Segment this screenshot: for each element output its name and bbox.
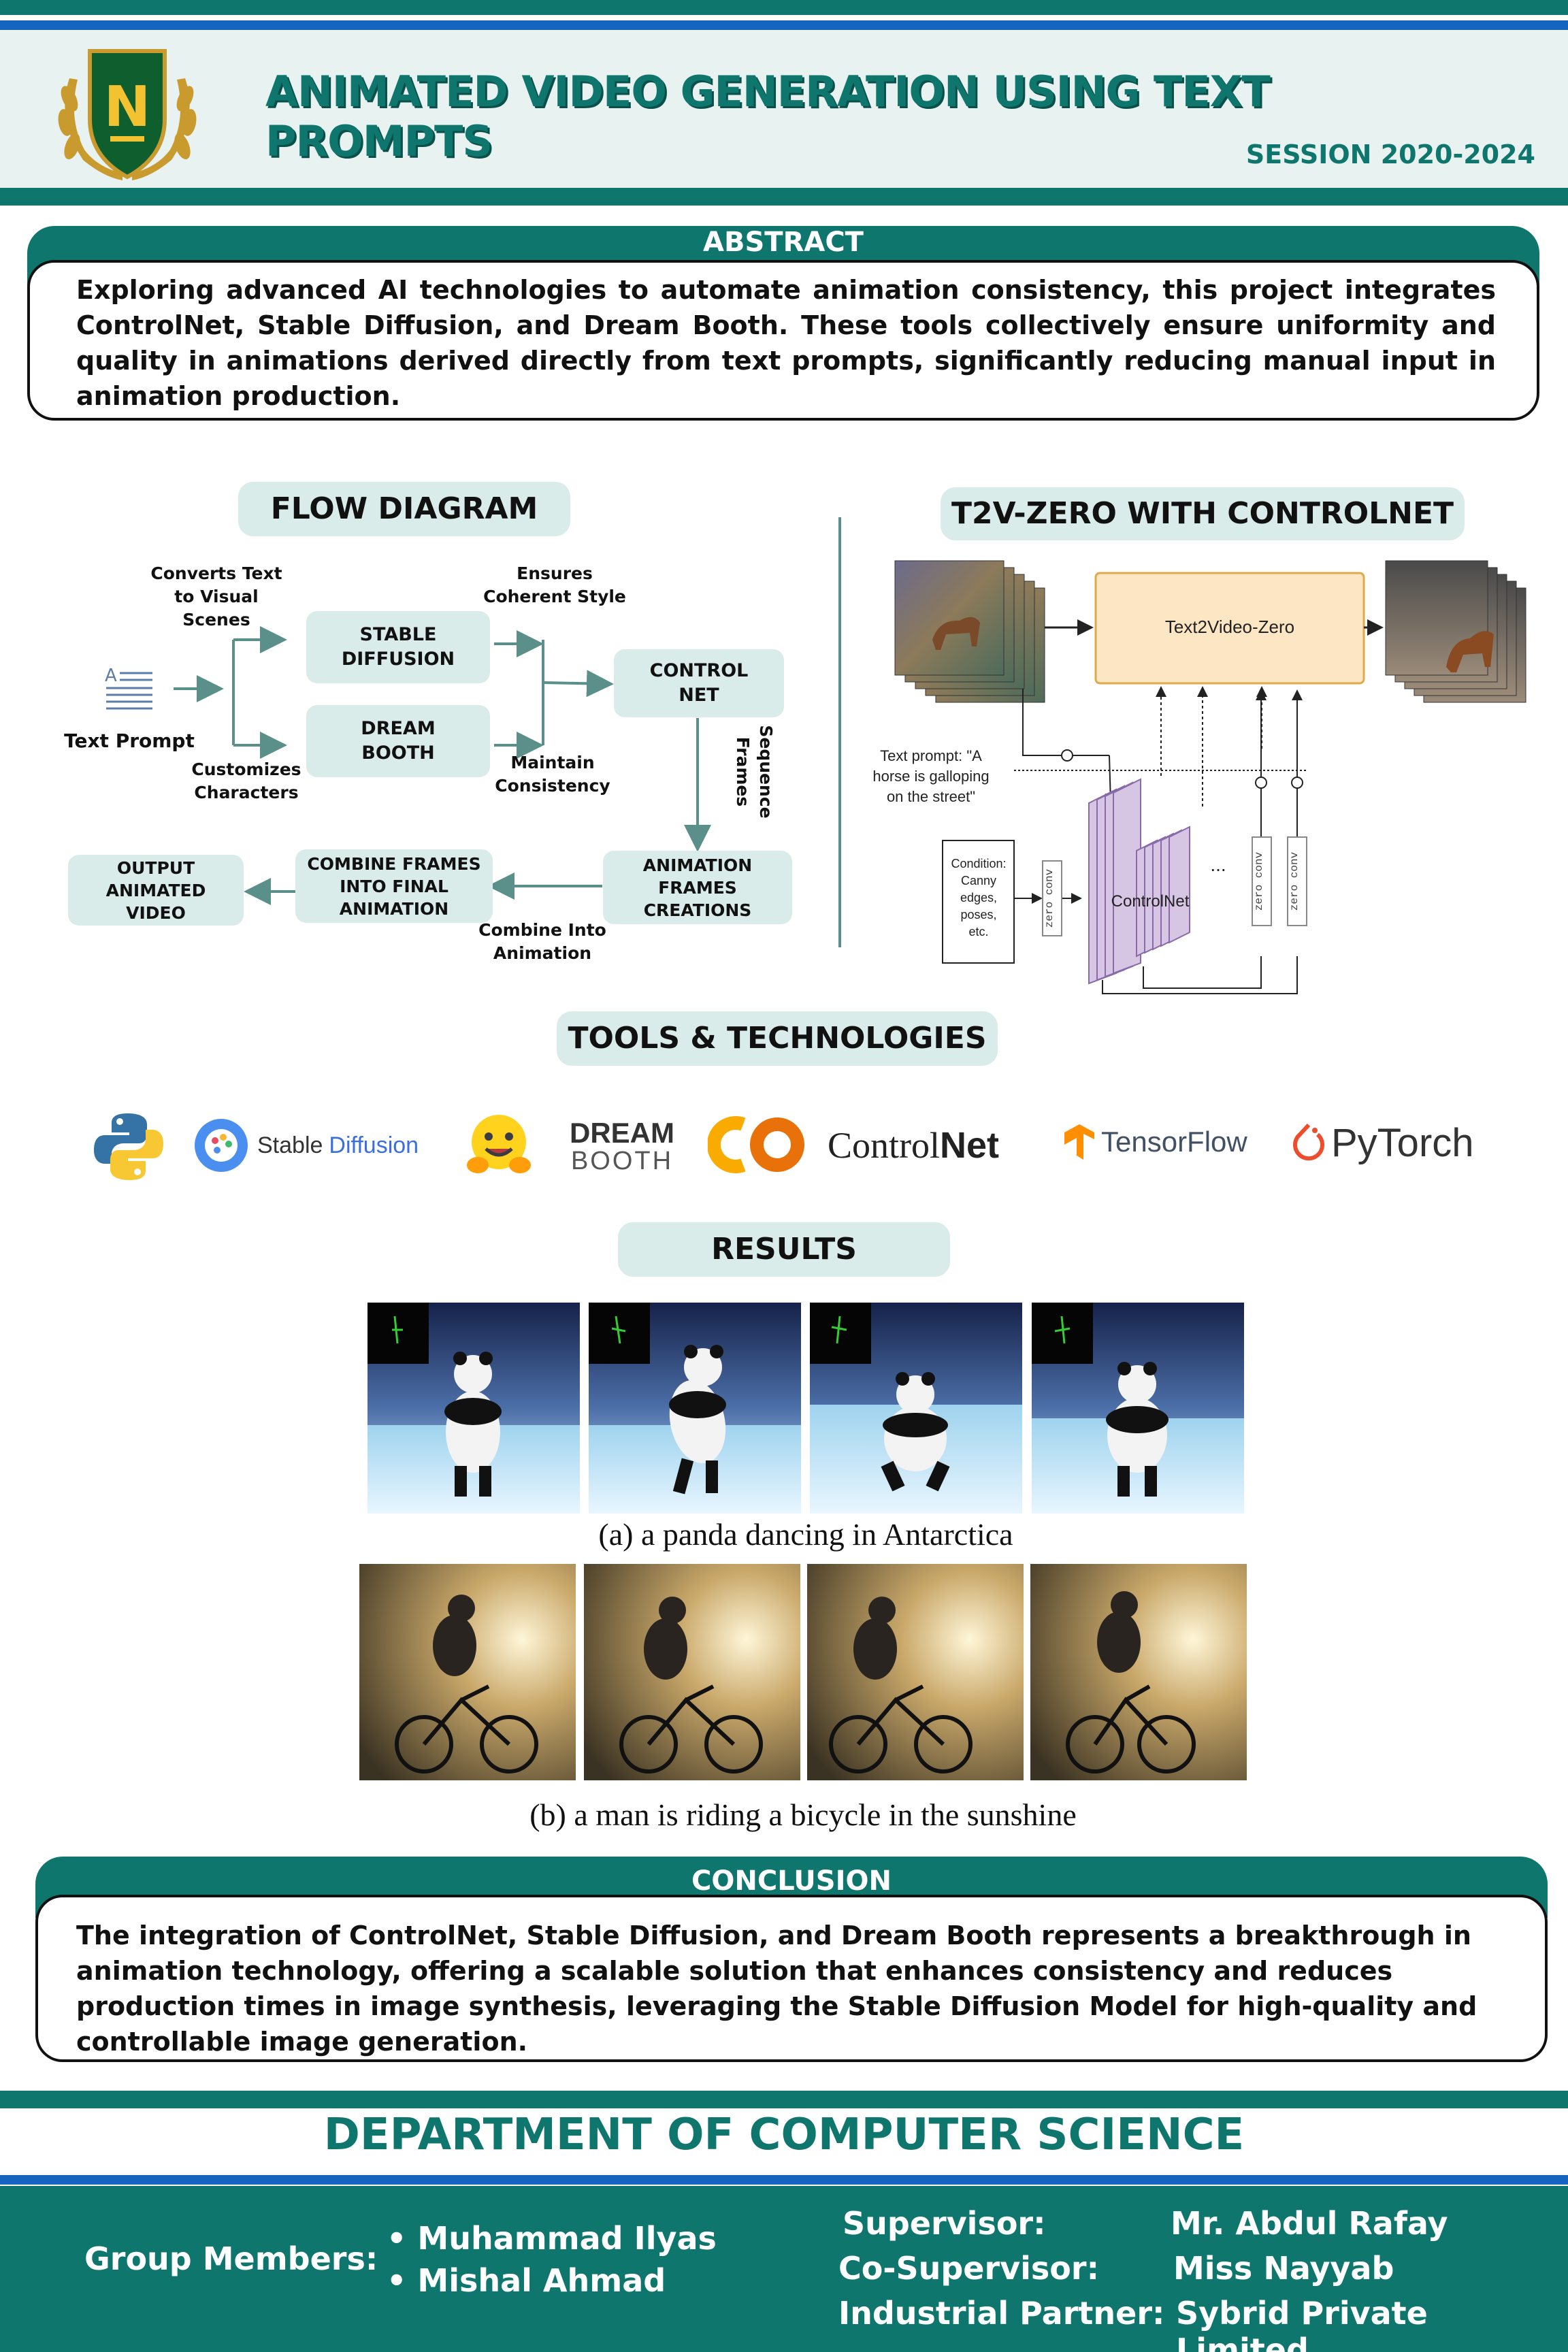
header-band (0, 30, 1568, 188)
panda-frame-2 (589, 1303, 801, 1514)
svg-text:zero conv: zero conv (1253, 851, 1265, 911)
abstract-text: Exploring advanced AI technologies to au… (76, 275, 1496, 411)
dreambooth-text2: BOOTH (570, 1147, 674, 1175)
maintain-label: Maintain Consistency (495, 753, 610, 796)
member-bullet: • (387, 2262, 418, 2299)
conclusion-heading: CONCLUSION (691, 1865, 892, 1897)
industrial-partner-value: Sybrid Private Limited (1176, 2295, 1428, 2352)
member-1: • Muhammad Ilyas (387, 2220, 717, 2257)
bicycle-frame-4 (1030, 1564, 1247, 1780)
bicycle-frame-2 (584, 1564, 800, 1780)
header-top-blue-stripe (0, 20, 1568, 30)
industrial-partner-label: Industrial Partner: (838, 2295, 1165, 2332)
stable-diffusion-logo: Stable Diffusion (193, 1117, 438, 1173)
node-control-net: CONTROL NET (614, 649, 784, 717)
results-heading: RESULTS (618, 1222, 950, 1277)
abstract-heading: ABSTRACT (703, 227, 864, 258)
header-top-stripe (0, 0, 1568, 15)
conclusion-text: The integration of ControlNet, Stable Di… (76, 1921, 1477, 2057)
text-prompt-label: Text Prompt (64, 730, 195, 752)
tensorflow-logo: TensorFlow (1063, 1122, 1267, 1162)
stable-diffusion-text1: Stable (257, 1132, 323, 1158)
dreambooth-logo: DREAM BOOTH (568, 1119, 676, 1180)
text-document-icon: A (103, 664, 154, 711)
panda-frame-4 (1032, 1303, 1244, 1514)
bicycle-frame-1 (359, 1564, 576, 1780)
python-logo-icon (91, 1109, 166, 1184)
footer-band (0, 2186, 1568, 2352)
pytorch-icon (1293, 1123, 1324, 1161)
caption-b: (b) a man is riding a bicycle in the sun… (529, 1797, 1077, 1832)
svg-text:A: A (105, 666, 117, 686)
node-dream-booth: DREAM BOOTH (306, 705, 490, 777)
node-output-video: OUTPUT ANIMATED VIDEO (68, 855, 244, 926)
stable-diffusion-icon (195, 1119, 248, 1172)
stable-diffusion-text2: Diffusion (329, 1132, 419, 1158)
colab-logo-icon (706, 1111, 810, 1179)
svg-text:Text2Video-Zero: Text2Video-Zero (1165, 617, 1294, 637)
node-animation-frames: ANIMATION FRAMES CREATIONS (603, 851, 792, 924)
bicycle-frame-3 (807, 1564, 1024, 1780)
caption-a: (a) a panda dancing in Antarctica (598, 1517, 1013, 1552)
ensures-label: Ensures Coherent Style (483, 564, 626, 606)
sequence-frames-label: Sequence Frames (733, 725, 776, 819)
group-members-label: Group Members: (84, 2240, 378, 2277)
node-combine-frames: COMBINE FRAMES INTO FINAL ANIMATION (295, 849, 493, 923)
member-1-name: Muhammad Ilyas (417, 2220, 717, 2257)
t2v-heading: T2V-ZERO WITH CONTROLNET (941, 487, 1465, 540)
svg-text:...: ... (1210, 854, 1226, 875)
header-bottom-stripe (0, 188, 1568, 206)
tensorflow-text: TensorFlow (1101, 1126, 1247, 1158)
svg-text:zero conv: zero conv (1288, 851, 1301, 911)
node-stable-diffusion: STABLE DIFFUSION (306, 611, 490, 683)
svg-text:ControlNet: ControlNet (1111, 892, 1190, 911)
pytorch-logo: PyTorch (1292, 1119, 1489, 1166)
flow-diagram-arrows (174, 626, 711, 905)
controlnet-blocks (1088, 778, 1190, 985)
flow-diagram-heading: FLOW DIAGRAM (238, 482, 570, 536)
member-2: • Mishal Ahmad (387, 2262, 666, 2299)
hugging-face-icon (464, 1111, 534, 1180)
poster-title: ANIMATED VIDEO GENERATION USING TEXT PRO… (265, 67, 1271, 166)
supervisor-value: Mr. Abdul Rafay (1171, 2205, 1448, 2242)
svg-text:zero conv: zero conv (1043, 868, 1056, 928)
pytorch-text: PyTorch (1331, 1120, 1474, 1165)
member-2-name: Mishal Ahmad (417, 2262, 666, 2299)
combine-into-label: Combine Into Animation (478, 920, 606, 963)
svg-text:N: N (104, 75, 151, 140)
tensorflow-icon (1064, 1124, 1094, 1160)
panda-frame-3 (810, 1303, 1022, 1514)
abstract-box: Exploring advanced AI technologies to au… (27, 260, 1539, 421)
section-divider (838, 517, 841, 947)
supervisor-label: Supervisor: (843, 2205, 1046, 2242)
customizes-label: Customizes Characters (191, 760, 301, 802)
controlnet-text1: Control (828, 1125, 941, 1166)
bicycle-frames-row (359, 1564, 1247, 1780)
session-label: SESSION 2020-2024 (1245, 140, 1535, 169)
co-supervisor-label: Co-Supervisor: (838, 2250, 1099, 2287)
footer-blue-stripe (0, 2175, 1568, 2185)
footer-top-stripe (0, 2091, 1568, 2108)
controlnet-logo: Control Net (828, 1124, 1032, 1172)
member-bullet: • (387, 2220, 418, 2257)
co-supervisor-value: Miss Nayyab (1173, 2250, 1394, 2287)
panda-frames-row (368, 1303, 1244, 1514)
noisy-frames-stack (894, 560, 1045, 703)
university-logo: N (42, 37, 212, 187)
output-frames-stack (1385, 560, 1526, 703)
tools-heading: TOOLS & TECHNOLOGIES (557, 1011, 998, 1066)
panda-frame-1 (368, 1303, 580, 1514)
controlnet-text2: Net (940, 1125, 1000, 1166)
dreambooth-text1: DREAM (570, 1117, 674, 1149)
conclusion-box: The integration of ControlNet, Stable Di… (35, 1895, 1548, 2062)
converts-label: Converts Text to Visual Scenes (150, 564, 282, 630)
department-title: DEPARTMENT OF COMPUTER SCIENCE (323, 2110, 1245, 2160)
